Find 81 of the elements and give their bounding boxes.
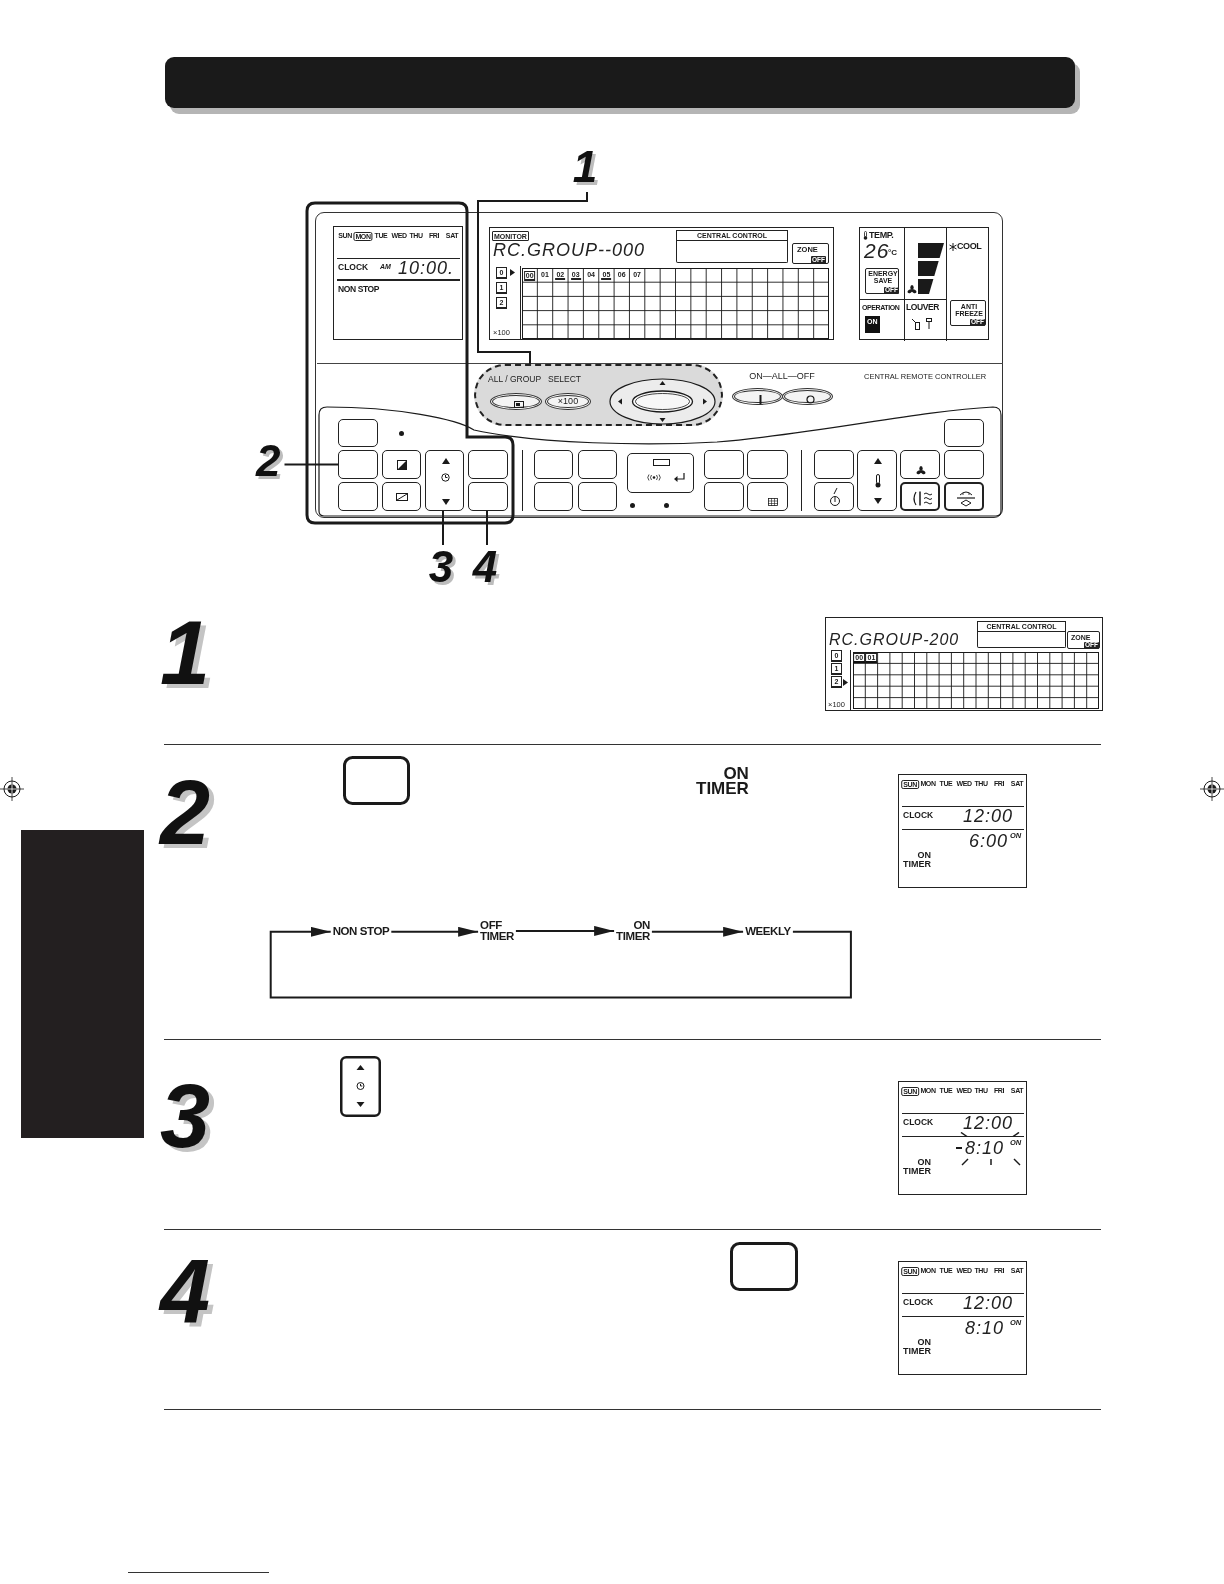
push-button: [814, 482, 854, 511]
temp-label: TEMP.: [869, 231, 894, 240]
step-number: 2: [160, 768, 212, 862]
push-button: [382, 450, 421, 479]
timer-readout: 8:10: [965, 1139, 1005, 1157]
group-readout: RC.GROUP--000: [493, 241, 646, 259]
timer-label: ON TIMER: [696, 766, 749, 796]
lcd-screen: [333, 226, 463, 340]
time-readout: 12:00: [963, 1114, 1014, 1132]
clock-label: CLOCK: [903, 811, 934, 820]
lcd-screen: [898, 1261, 1027, 1375]
push-button: [578, 482, 617, 511]
lcd-screen: [898, 1081, 1027, 1195]
button-caption: SELECT: [548, 375, 582, 384]
push-button: [578, 450, 617, 479]
push-button: [338, 450, 378, 479]
timer-label: ON TIMER: [903, 851, 931, 869]
step-number: 4: [160, 1247, 212, 1341]
push-button: [944, 450, 984, 479]
callout-number: 4: [472, 545, 502, 592]
time-readout: 12:00: [963, 1294, 1014, 1312]
arrow: [390, 926, 480, 937]
step-number: 3: [160, 1071, 212, 1165]
select-button: ×100: [545, 393, 591, 410]
push-button: [382, 482, 421, 511]
push-button: [627, 453, 694, 493]
leader-line: [283, 463, 339, 466]
mode-label: OFF TIMER: [478, 920, 516, 942]
clock-label: CLOCK: [338, 263, 369, 272]
mode-label: ON TIMER: [614, 920, 652, 942]
push-button: [747, 450, 788, 479]
timer-readout: 6:00: [969, 832, 1009, 850]
arrow: [514, 925, 616, 936]
arrow: [650, 926, 745, 937]
push-button: [944, 419, 984, 447]
time-readout: 12:00: [963, 807, 1014, 825]
up-down-button: [425, 450, 464, 511]
push-button: [468, 482, 508, 511]
timer-label: ON TIMER: [903, 1338, 931, 1356]
time-readout: 10:00.: [398, 259, 455, 277]
push-button: [534, 450, 573, 479]
lcd-screen: [825, 617, 1103, 711]
arrow: [269, 926, 852, 999]
program-label: NON STOP: [338, 285, 380, 294]
push-button: [900, 482, 940, 511]
callout-number: 2: [256, 439, 285, 486]
callout-number: 3: [428, 545, 458, 592]
side-tab: [21, 830, 144, 1138]
push-button: [534, 482, 573, 511]
mode-label: COOL: [957, 242, 982, 251]
up-down-button: [857, 450, 897, 511]
push-button: [468, 450, 508, 479]
push-button: [747, 482, 788, 511]
switch-caption: ON—ALL—OFF: [749, 372, 815, 381]
group-readout: RC.GROUP-200: [829, 632, 960, 648]
mode-label: NON STOP: [330, 926, 392, 938]
leader-line: [442, 510, 444, 546]
unit-label: °C: [888, 249, 897, 257]
leader-line: [477, 191, 588, 365]
step-number: 1: [160, 608, 212, 702]
temp-readout: 26: [864, 240, 890, 261]
mode-label: WEEKLY: [743, 926, 793, 938]
push-button: [900, 450, 940, 479]
push-button: [814, 450, 854, 479]
button-caption: ALL / GROUP: [488, 375, 542, 384]
push-button: [944, 482, 984, 511]
clock-label: CLOCK: [903, 1118, 934, 1127]
push-button: [704, 450, 744, 479]
leader-line: [486, 510, 488, 546]
louver-label: LOUVER: [906, 303, 940, 312]
timer-label: ON TIMER: [903, 1158, 931, 1176]
callout-number: 1: [572, 145, 602, 192]
lcd-screen: [898, 774, 1027, 888]
clock-label: CLOCK: [903, 1298, 934, 1307]
timer-readout: 8:10: [965, 1319, 1005, 1337]
lcd-screen: [859, 227, 989, 340]
push-button: [338, 419, 378, 447]
lcd-screen: [489, 227, 834, 340]
push-button: [704, 482, 744, 511]
push-button: [338, 482, 378, 511]
remote-controller: [315, 212, 1003, 518]
